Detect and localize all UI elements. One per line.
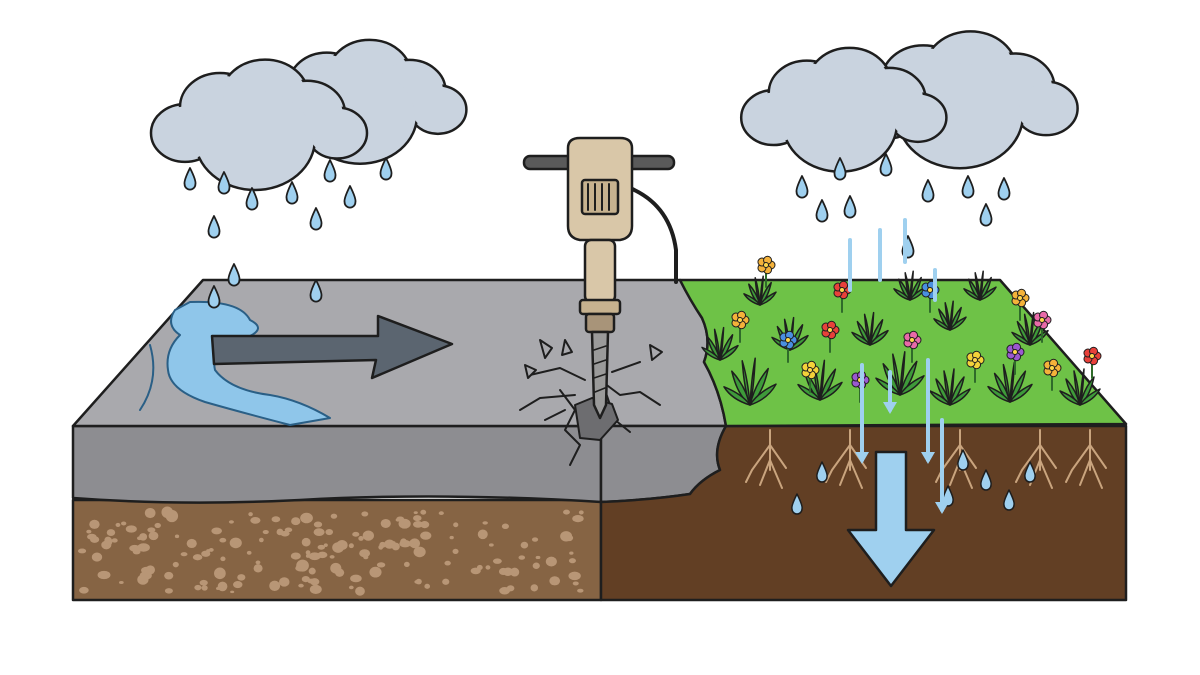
flower-icon <box>779 330 798 363</box>
runoff-water <box>166 300 331 426</box>
flower-icon <box>821 320 840 353</box>
garden-plants <box>701 255 1102 406</box>
flower-icon <box>903 330 922 363</box>
raindrop-icon <box>961 175 975 199</box>
raindrop-icon <box>245 187 259 211</box>
pavement-block <box>71 278 728 602</box>
gravel-stones <box>78 506 584 596</box>
soil-layer <box>599 424 1128 602</box>
rain-cloud-icon <box>149 38 468 192</box>
plant-icon <box>851 311 889 346</box>
plant-icon <box>963 270 997 301</box>
raindrop-icon <box>979 203 993 227</box>
pavement-front-face <box>71 424 603 504</box>
raindrop-icon <box>843 195 857 219</box>
plant-icon <box>893 270 927 301</box>
plant-icon <box>933 300 967 331</box>
flower-icon <box>966 350 985 383</box>
rain-cloud-icon <box>739 30 1079 174</box>
jackhammer-body <box>583 238 617 304</box>
flower-icon <box>1006 342 1025 375</box>
raindrop-icon <box>183 167 197 191</box>
plant-icon <box>723 357 777 406</box>
raindrop-icon <box>997 177 1011 201</box>
flower-icon <box>1043 358 1062 391</box>
raindrop-icon <box>879 153 893 177</box>
plant-icon <box>743 275 777 306</box>
runoff-water-edge <box>139 344 155 411</box>
infiltration-arrow-icon <box>846 450 936 588</box>
crack-hole <box>574 397 619 441</box>
jackhammer-hose <box>628 186 678 284</box>
raindrop-icon <box>207 215 221 239</box>
infiltration-small-arrows <box>855 358 949 514</box>
flower-icon <box>757 255 776 288</box>
raindrop-icon <box>227 263 241 287</box>
raindrop-icon <box>309 279 323 303</box>
raindrop-icon <box>379 157 393 181</box>
raindrop-icon <box>323 159 337 183</box>
root-icon <box>745 429 1107 489</box>
plant-icon <box>701 326 739 361</box>
raindrop-icon <box>343 185 357 209</box>
flower-icon <box>731 310 750 343</box>
raindrop-icon <box>921 179 935 203</box>
flower-icon <box>833 280 852 313</box>
raindrop-icon <box>833 157 847 181</box>
flower-icon <box>1083 346 1102 379</box>
raindrop-icon <box>309 207 323 231</box>
flower-icon <box>1033 310 1052 343</box>
jackhammer-icon <box>522 136 678 420</box>
runoff-arrow-icon <box>210 314 454 380</box>
pavement-crack <box>519 339 663 466</box>
raindrop-icon <box>207 285 221 309</box>
garden-block <box>599 255 1128 602</box>
flower-icon <box>1011 288 1030 321</box>
jackhammer-vents <box>587 183 610 211</box>
raindrop-icon <box>795 175 809 199</box>
raindrop-icon <box>217 171 231 195</box>
raindrop-icon <box>285 181 299 205</box>
plant-icon <box>875 351 925 396</box>
soil-droplets <box>791 449 1036 515</box>
plant-icon <box>1059 368 1101 406</box>
raindrops <box>183 153 1011 309</box>
plant-icon <box>929 368 971 406</box>
jackhammer-chisel <box>590 330 610 420</box>
raindrop-icon <box>815 199 829 223</box>
flower-icon <box>801 360 820 393</box>
